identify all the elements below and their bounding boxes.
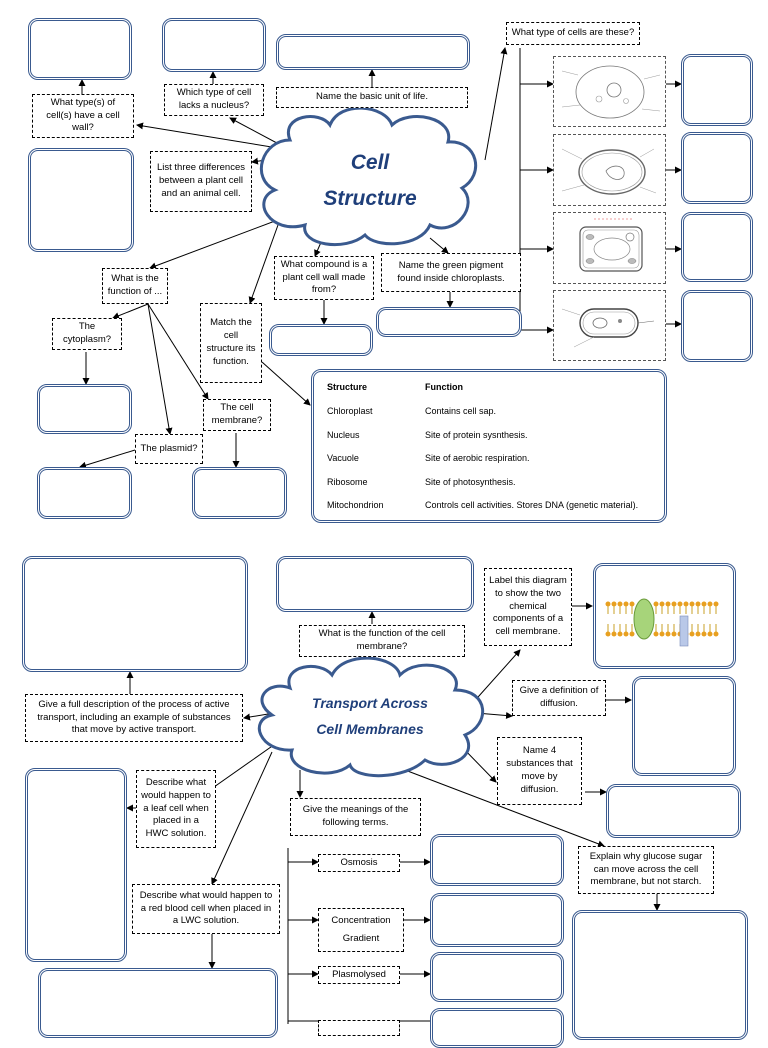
term-concentration-gradient: Concentration Gradient [318, 908, 404, 952]
answer-box-membrane-function[interactable] [276, 556, 474, 612]
answer-box-active-transport[interactable] [22, 556, 248, 672]
answer-box-cell-type-2[interactable] [681, 132, 753, 204]
table-header-structure: Structure [327, 382, 368, 392]
question-compound: What compound is a plant cell wall made … [274, 256, 374, 300]
animal-cell-drawing [561, 65, 661, 119]
yeast-cell-drawing [561, 148, 657, 195]
transport-title: Transport Across Cell Membranes [285, 690, 455, 742]
term-concentration-line: Concentration [331, 914, 391, 926]
question-active-transport: Give a full description of the process o… [25, 694, 243, 742]
bacterium-cell-image [553, 134, 666, 206]
worksheet: Cell Structure Transport Across Cell Mem… [22, 18, 753, 1048]
bacteria-cell-drawing [561, 308, 655, 348]
question-pigment: Name the green pigment found inside chlo… [381, 253, 521, 292]
table-row-function-3: Site of aerobic respiration. [425, 453, 530, 463]
answer-box-leaf-cell[interactable] [25, 768, 127, 962]
term-osmosis: Osmosis [318, 854, 400, 872]
question-cytoplasm: The cytoplasm? [52, 318, 122, 350]
cell-membrane-diagram [605, 598, 719, 647]
question-basic-unit: Name the basic unit of life. [276, 87, 468, 108]
question-match: Match the cell structure its function. [200, 303, 262, 383]
cell-structure-title-line1: Cell [350, 151, 390, 174]
term-4 [318, 1020, 400, 1036]
table-row-structure-2: Nucleus [327, 430, 360, 440]
question-no-nucleus: Which type of cell lacks a nucleus? [164, 84, 264, 116]
question-leaf-cell: Describe what would happen to a leaf cel… [136, 770, 216, 848]
cell-structure-title-line2: Structure [323, 187, 417, 210]
animal-cell-image [553, 56, 666, 127]
question-membrane: The cell membrane? [203, 399, 271, 431]
question-label-diagram: Label this diagram to show the two chemi… [484, 568, 572, 646]
answer-box-no-nucleus[interactable] [162, 18, 266, 72]
answer-box-diffusion-def[interactable] [632, 676, 736, 776]
answer-box-cell-type-1[interactable] [681, 54, 753, 126]
term-plasmolysed: Plasmolysed [318, 966, 400, 984]
question-function-of: What is the function of ... [102, 268, 168, 304]
table-header-function: Function [425, 382, 463, 392]
membrane-diagram-box [593, 563, 736, 669]
question-name-four: Name 4 substances that move by diffusion… [497, 737, 582, 805]
answer-box-plasmolysed[interactable] [430, 952, 564, 1002]
answer-box-cell-type-4[interactable] [681, 290, 753, 362]
plant-cell-image [553, 212, 666, 284]
answer-box-differences[interactable] [28, 148, 134, 252]
question-red-blood-cell: Describe what would happen to a red bloo… [132, 884, 280, 934]
question-meanings: Give the meanings of the following terms… [290, 798, 421, 836]
table-row-function-2: Site of protein sysnthesis. [425, 430, 528, 440]
prokaryote-cell-image [553, 290, 666, 361]
answer-box-concentration-gradient[interactable] [430, 893, 564, 947]
table-row-function-5: Controls cell activities. Stores DNA (ge… [425, 500, 639, 510]
question-cell-types: What type of cells are these? [506, 22, 640, 45]
answer-box-membrane[interactable] [192, 467, 287, 519]
answer-box-cell-wall[interactable] [28, 18, 132, 80]
table-row-function-1: Contains cell sap. [425, 406, 497, 416]
answer-box-diffusion-substances[interactable] [606, 784, 741, 838]
table-row-structure-5: Mitochondrion [327, 500, 384, 510]
table-row-function-4: Site of photosynthesis. [425, 477, 516, 487]
answer-box-cell-type-3[interactable] [681, 212, 753, 282]
answer-box-term-4[interactable] [430, 1008, 564, 1048]
answer-box-compound[interactable] [269, 324, 373, 356]
transport-title-line2: Cell Membranes [316, 721, 424, 737]
question-membrane-function: What is the function of the cell membran… [299, 625, 465, 657]
answer-box-plasmid[interactable] [37, 467, 132, 519]
table-row-structure-3: Vacuole [327, 453, 359, 463]
answer-box-osmosis[interactable] [430, 834, 564, 886]
question-cell-wall: What type(s) of cell(s) have a cell wall… [32, 94, 134, 138]
answer-box-cytoplasm[interactable] [37, 384, 132, 434]
transport-title-line1: Transport Across [312, 695, 428, 711]
answer-box-red-blood-cell[interactable] [38, 968, 278, 1038]
plant-cell-drawing [579, 218, 643, 272]
match-table: Structure Function Chloroplast Contains … [327, 382, 657, 517]
match-table-box [311, 369, 667, 523]
question-differences: List three differences between a plant c… [150, 151, 252, 212]
table-row-structure-4: Ribosome [327, 477, 368, 487]
answer-box-pigment[interactable] [376, 307, 522, 337]
cell-structure-title: Cell Structure [300, 145, 440, 217]
question-diffusion-def: Give a definition of diffusion. [512, 680, 606, 716]
question-plasmid: The plasmid? [135, 434, 203, 464]
question-glucose: Explain why glucose sugar can move acros… [578, 846, 714, 894]
answer-box-glucose[interactable] [572, 910, 748, 1040]
table-row-structure-1: Chloroplast [327, 406, 373, 416]
answer-box-basic-unit[interactable] [276, 34, 470, 70]
term-gradient-line: Gradient [342, 933, 380, 944]
